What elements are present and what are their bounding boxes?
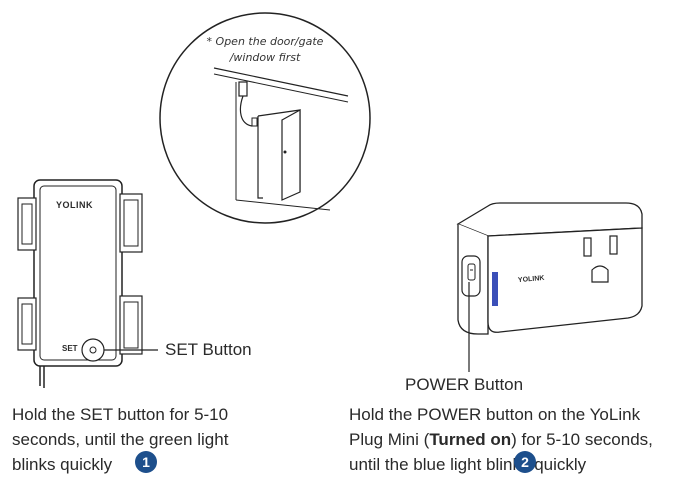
step2-line2: Plug Mini (Turned on) for 5-10 seconds, [349,427,697,452]
door-note: * Open the door/gate /window first [200,34,330,66]
door-note-line2: /window first [229,51,301,64]
left-device-set-label: SET [62,344,78,353]
door-note-line1: * Open the door/gate [206,35,324,48]
step1-line3: blinks quickly [12,455,113,474]
step1-badge: 1 [135,451,157,473]
step1-line2: seconds, until the green light [12,430,229,449]
step2-line2-prefix: Plug Mini ( [349,430,430,449]
set-button-callout: SET Button [165,340,252,359]
step1-caption: Hold the SET button for 5-10 seconds, un… [12,402,312,477]
step2-line1: Hold the POWER button on the YoLink [349,405,641,424]
power-button-callout: POWER Button [405,375,524,394]
step2-caption: Hold the POWER button on the YoLink Plug… [349,402,697,477]
step2-line2-suffix: ) for 5-10 seconds, [511,430,653,449]
step1-line1: Hold the SET button for 5-10 [12,405,229,424]
left-device-brand: YOLINK [56,200,94,210]
step2-badge: 2 [514,451,536,473]
step2-turned-on: Turned on [429,430,512,449]
